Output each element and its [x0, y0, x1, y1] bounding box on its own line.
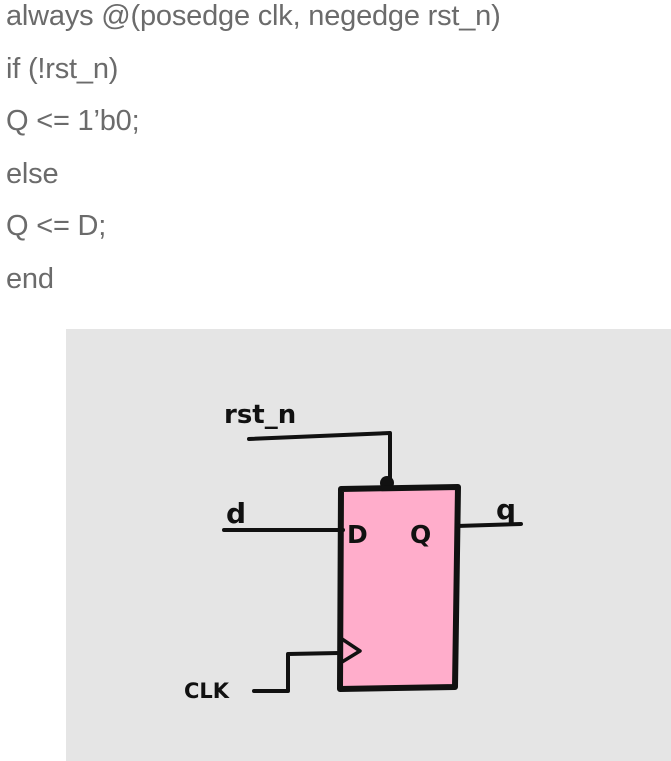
code-line: Q <= 1’b0;	[6, 105, 140, 137]
q-output-label: q	[496, 493, 516, 526]
d-input-label: d	[226, 497, 246, 530]
flip-flop-diagram: rst_n d D Q q CLK	[66, 329, 671, 761]
flip-flop-block	[337, 484, 461, 692]
reset-wire	[247, 431, 392, 481]
flip-flop-schematic: rst_n d D Q q CLK	[184, 400, 523, 703]
code-line: if (!rst_n)	[6, 52, 119, 85]
clock-wire	[252, 651, 341, 693]
code-line: end	[6, 262, 54, 295]
code-line: else	[6, 157, 59, 190]
q-output-wire	[455, 522, 523, 528]
pin-d-label: D	[347, 520, 368, 549]
code-snippet: always @(posedge clk, negedge rst_n) if …	[6, 0, 666, 315]
code-line: always @(posedge clk, negedge rst_n)	[6, 0, 501, 32]
clock-label: CLK	[184, 679, 230, 703]
clock-triangle	[341, 637, 362, 664]
pin-q-label: Q	[410, 520, 431, 549]
reset-label: rst_n	[224, 400, 296, 430]
code-line: Q <= D;	[6, 210, 107, 242]
